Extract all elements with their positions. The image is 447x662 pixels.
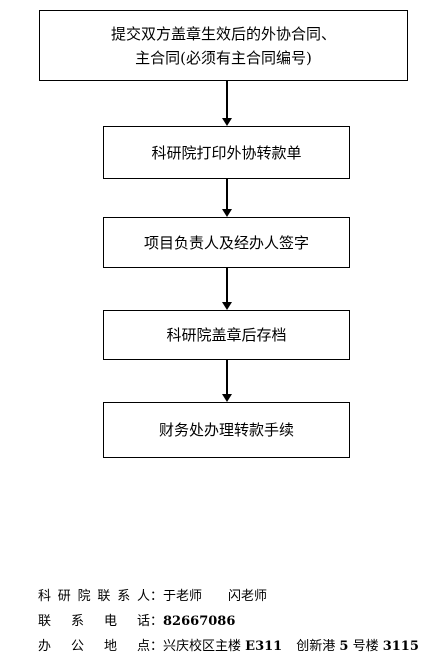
flow-step-5: 财务处办理转款手续: [103, 402, 350, 458]
contact-address-prefix-1: 兴庆校区主楼: [163, 639, 242, 654]
flow-arrow-2: [222, 179, 232, 217]
contact-address-label: 办公地点: [38, 639, 150, 654]
contact-person-row: 科研院联系人：于老师闪老师: [38, 585, 267, 604]
contact-person-value: 于老师: [163, 589, 203, 604]
contact-phone-value: 82667086: [163, 614, 236, 629]
contact-address-mid-2: 号楼: [352, 639, 379, 654]
contact-phone-label: 联系电话: [38, 614, 150, 629]
flow-step-2-label: 科研院打印外协转款单: [151, 143, 302, 162]
flow-step-2: 科研院打印外协转款单: [103, 126, 350, 179]
flow-step-5-label: 财务处办理转款手续: [158, 421, 294, 439]
flow-step-3: 项目负责人及经办人签字: [103, 217, 350, 268]
contact-address-code-2: 3115: [382, 639, 419, 654]
contact-address-prefix-2: 创新港: [296, 639, 336, 654]
flow-step-1: 提交双方盖章生效后的外协合同、 主合同(必须有主合同编号): [39, 10, 408, 81]
contact-person-value-2: 闪老师: [228, 589, 268, 604]
flow-step-4: 科研院盖章后存档: [103, 310, 350, 360]
contact-address-num-2: 5: [339, 639, 349, 654]
flow-arrow-1: [222, 81, 232, 126]
flow-arrow-3: [222, 268, 232, 310]
contact-address-code-1: E311: [245, 639, 283, 654]
flow-step-3-label: 项目负责人及经办人签字: [143, 233, 309, 252]
contact-phone-row: 联系电话：82667086: [38, 610, 235, 629]
flow-step-1-line-2: 主合同(必须有主合同编号): [135, 48, 312, 67]
flow-step-1-line-1: 提交双方盖章生效后的外协合同、: [110, 24, 336, 43]
flow-step-4-label: 科研院盖章后存档: [166, 326, 287, 344]
flow-arrow-4: [222, 360, 232, 402]
contact-person-label: 科研院联系人: [38, 589, 150, 604]
